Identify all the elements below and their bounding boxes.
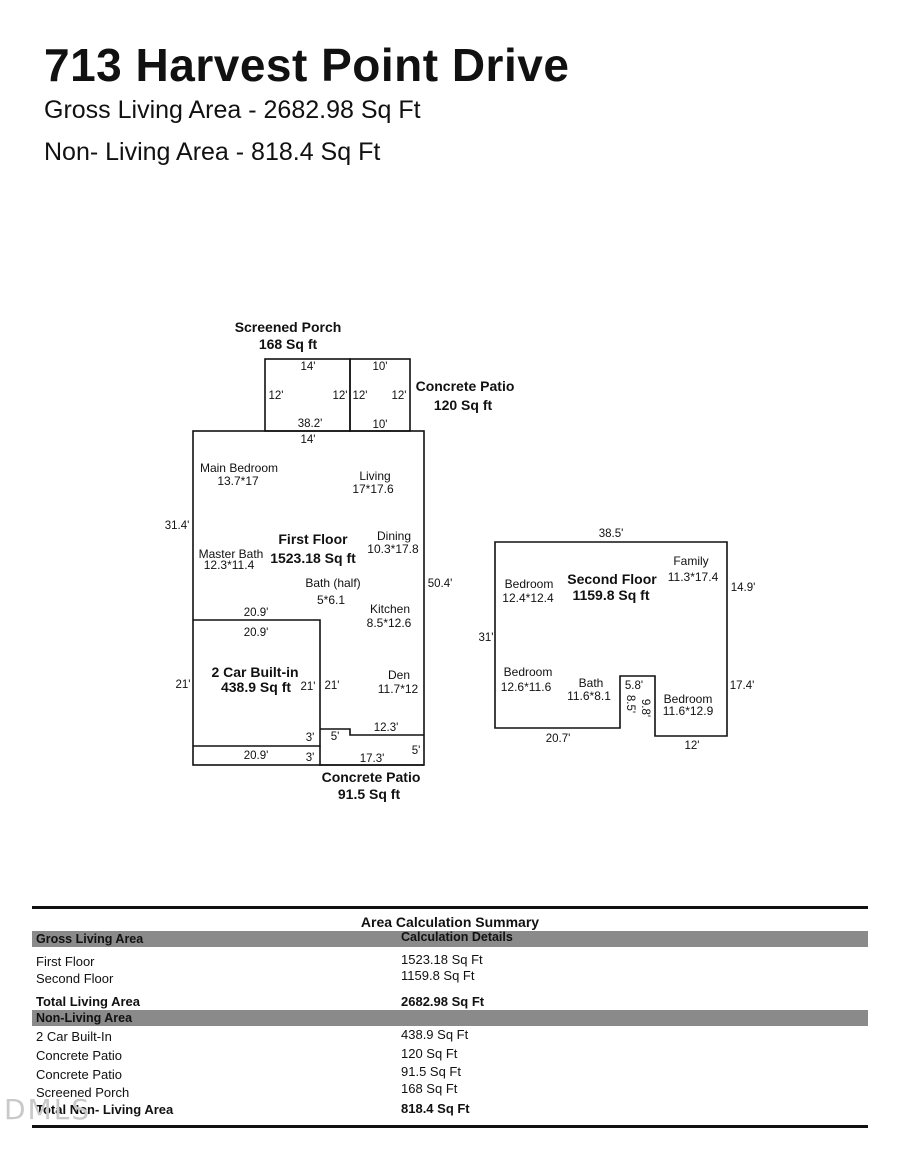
table-row: First Floor 1523.18 Sq Ft: [36, 952, 483, 969]
dim-notch-right: 9.8': [639, 699, 651, 717]
room-family-size: 11.3*17.4: [668, 570, 719, 584]
room-kitchen: Kitchen: [370, 602, 410, 616]
floor-plan-diagram: Screened Porch 168 Sq ft Concrete Patio …: [165, 319, 756, 802]
first-floor-outline: [192, 430, 425, 766]
dim-patio-right: 12': [392, 390, 407, 402]
table-row: Concrete Patio 91.5 Sq Ft: [36, 1064, 461, 1082]
dim-second-floor-bottom-right: 12': [685, 740, 700, 752]
room-dining-size: 10.3*17.8: [367, 542, 419, 556]
gross-living-header-band: Gross Living Area Calculation Details: [32, 930, 868, 947]
concrete-patio-bottom-area: 91.5 Sq ft: [338, 786, 401, 802]
dim-garage-left: 21': [176, 679, 191, 691]
dim-garage-top-b: 20.9': [244, 627, 269, 639]
dim-second-floor-left: 31': [479, 632, 494, 644]
table-row: 2 Car Built-In 438.9 Sq Ft: [36, 1027, 469, 1044]
non-living-header-band: Non-Living Area: [32, 1010, 868, 1026]
table-row: Second Floor 1159.8 Sq Ft: [36, 968, 475, 986]
summary-bottom-rule: [32, 1125, 868, 1128]
dim-patio-left: 12': [353, 390, 368, 402]
room-kitchen-size: 8.5*12.6: [367, 616, 412, 630]
second-floor-name: Second Floor: [567, 571, 657, 587]
concrete-patio-top-name: Concrete Patio: [416, 378, 515, 394]
table-row: Concrete Patio 120 Sq Ft: [36, 1046, 458, 1063]
second-floor-outline: [494, 541, 728, 737]
dim-porch-right: 12': [333, 390, 348, 402]
dim-garage-right-a: 21': [301, 681, 316, 693]
room-master-bath-size: 12.3*11.4: [204, 558, 255, 572]
screened-porch-name: Screened Porch: [235, 319, 342, 335]
dim-patio-top: 10': [373, 361, 388, 373]
non-living-header: Non-Living Area: [36, 1011, 133, 1025]
dim-porch-left: 12': [269, 390, 284, 402]
room-master-bath: Master Bath: [199, 547, 264, 561]
room-bedroom-3: Bedroom: [664, 692, 713, 706]
dim-step-b: 3': [306, 752, 315, 764]
summary-title: Area Calculation Summary: [360, 914, 540, 930]
summary-top-rule: [32, 906, 868, 909]
room-bedroom-2-size: 12.6*11.6: [501, 680, 552, 694]
room-living: Living: [359, 469, 390, 483]
room-bedroom-3-size: 11.6*12.9: [663, 704, 714, 718]
dim-garage-right-b: 21': [325, 680, 340, 692]
dim-step-c: 5': [331, 731, 340, 743]
room-bedroom-2: Bedroom: [504, 665, 553, 679]
room-den-size: 11.7*12: [378, 682, 419, 696]
room-family: Family: [673, 554, 708, 568]
dim-garage-bottom: 20.9': [244, 750, 269, 762]
patio-bottom-edge: [319, 746, 424, 766]
property-address: 713 Harvest Point Drive: [44, 39, 570, 91]
gross-living-area-heading: Gross Living Area - 2682.98 Sq Ft: [44, 96, 421, 124]
room-main-bedroom-size: 13.7*17: [217, 474, 259, 488]
concrete-patio-top-area: 120 Sq ft: [434, 397, 493, 413]
dim-second-floor-right-bottom: 17.4': [730, 680, 755, 692]
room-main-bedroom: Main Bedroom: [200, 461, 278, 475]
non-living-rows: 2 Car Built-In 438.9 Sq Ft Concrete Pati…: [32, 1026, 868, 1131]
room-bedroom-1: Bedroom: [505, 577, 554, 591]
dim-second-floor-top: 38.5': [599, 528, 624, 540]
table-row: Screened Porch 168 Sq Ft: [36, 1081, 458, 1100]
garage-outline: [193, 619, 321, 747]
room-bath-2-size: 11.6*8.1: [567, 689, 611, 703]
dim-porch-top: 14': [301, 361, 316, 373]
dim-patio-b-right: 5': [412, 745, 421, 757]
dim-patio-bottom: 10': [373, 419, 388, 431]
non-living-area-heading: Non- Living Area - 818.4 Sq Ft: [44, 138, 381, 166]
second-floor-area: 1159.8 Sq ft: [572, 587, 649, 603]
screened-porch-area: 168 Sq ft: [259, 336, 318, 352]
room-bath-half-size: 5*6.1: [317, 593, 345, 607]
room-bedroom-1-size: 12.4*12.4: [502, 591, 554, 605]
first-floor-area: 1523.18 Sq ft: [270, 550, 356, 566]
dmls-watermark: DMLS: [4, 1093, 92, 1126]
room-den: Den: [388, 668, 410, 682]
room-living-size: 17*17.6: [352, 482, 394, 496]
room-bath-half: Bath (half): [305, 576, 360, 590]
dim-patio-b-top: 12.3': [374, 722, 399, 734]
garage-name: 2 Car Built-in: [211, 664, 298, 680]
area-summary-table: Area Calculation Summary Gross Living Ar…: [32, 906, 868, 1131]
dim-first-floor-left: 31.4': [165, 520, 190, 532]
room-bath-2: Bath: [579, 676, 604, 690]
total-non-living-row: Total Non- Living Area 818.4 Sq Ft: [36, 1101, 470, 1117]
dim-step-a: 3': [306, 732, 315, 744]
dim-porch-inner-b: 14': [301, 434, 316, 446]
dim-second-floor-right-top: 14.9': [731, 582, 756, 594]
dim-notch-top: 5.8': [625, 680, 643, 692]
concrete-patio-bottom-name: Concrete Patio: [322, 769, 421, 785]
garage-area: 438.9 Sq ft: [221, 679, 291, 695]
dim-garage-top-a: 20.9': [244, 607, 269, 619]
first-floor-name: First Floor: [278, 531, 348, 547]
dim-patio-b-bottom: 17.3': [360, 753, 385, 765]
total-living-row: Total Living Area 2682.98 Sq Ft: [36, 994, 485, 1009]
dim-notch-left: 8.5': [624, 695, 636, 713]
dim-first-floor-right: 50.4': [428, 578, 453, 590]
gross-living-header: Gross Living Area: [36, 932, 144, 946]
calculation-details-header: Calculation Details: [401, 930, 513, 944]
dim-second-floor-bottom-left: 20.7': [546, 733, 571, 745]
dim-porch-inner-a: 38.2': [298, 418, 323, 430]
gross-rows: First Floor 1523.18 Sq Ft Second Floor 1…: [32, 947, 868, 1009]
room-dining: Dining: [377, 529, 411, 543]
concrete-patio-bottom-outline: [320, 728, 424, 736]
